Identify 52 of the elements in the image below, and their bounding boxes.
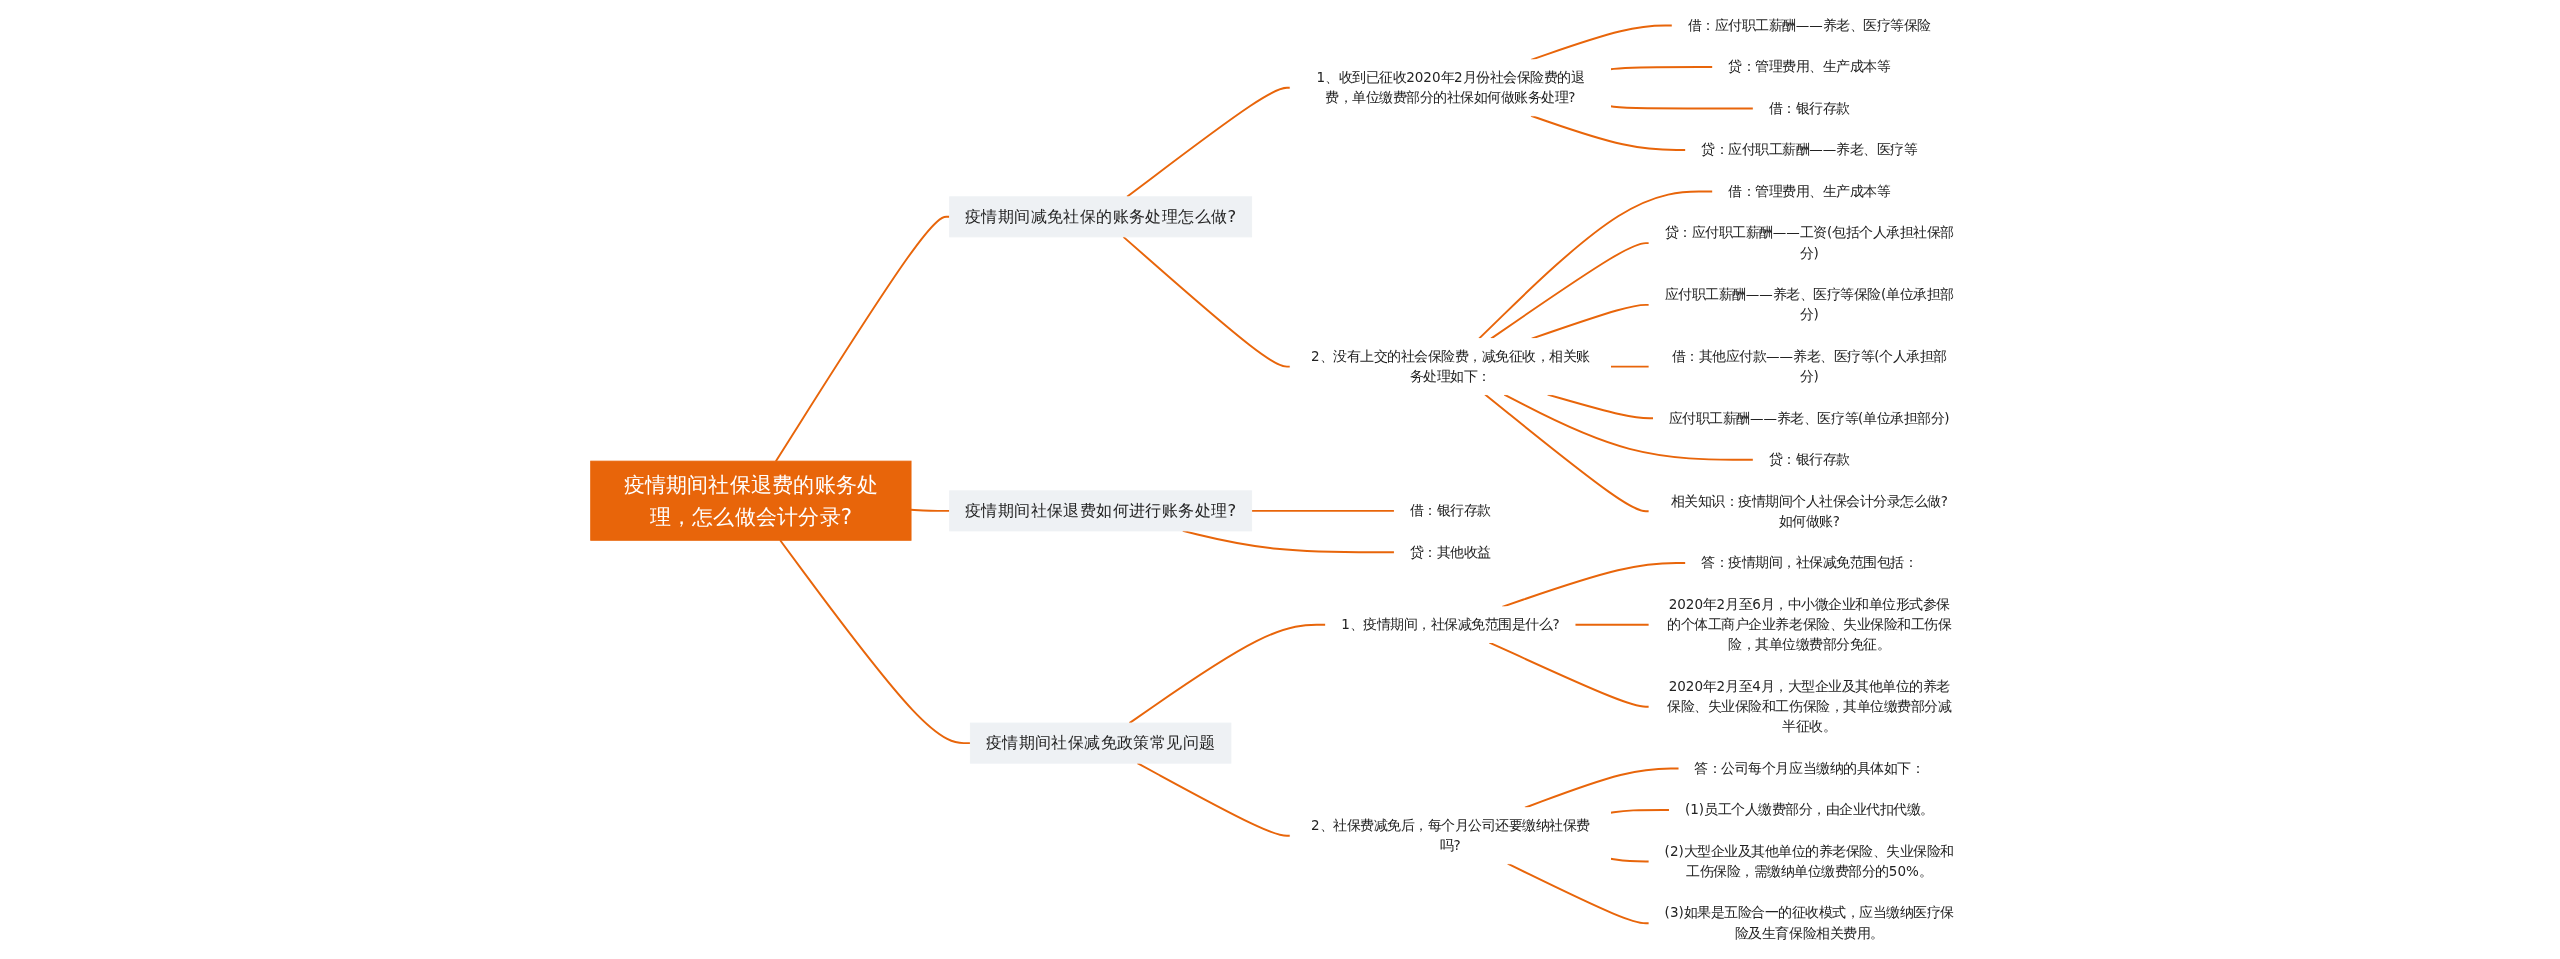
node-text: 相关知识：疫情期间个人社保会计分录怎么做?如何做账? xyxy=(1670,493,1948,529)
connector xyxy=(1609,66,1714,71)
node-text: 借：银行存款 xyxy=(1409,502,1491,519)
node-text: 借：其他应付款——养老、医疗等(个人承担部分) xyxy=(1671,348,1947,384)
node-box: 疫情期间减免社保的账务处理怎么做? xyxy=(949,196,1253,238)
connector xyxy=(1573,623,1650,626)
connector xyxy=(1530,114,1687,151)
connector xyxy=(910,508,951,512)
node-text: 应付职工薪酬——养老、医疗等(单位承担部分) xyxy=(1668,410,1950,426)
connector xyxy=(1122,235,1292,368)
node-text: 答：公司每个月应当缴纳的具体如下： xyxy=(1694,760,1924,776)
node-text: (3)如果是五险合一的征收模式，应当缴纳医疗保险及生育保险相关费用。 xyxy=(1664,904,1954,941)
connector xyxy=(1609,105,1755,110)
node-text: 1、收到已征收2020年2月份社会保险费的退费，单位缴费部分的社保如何做账务处理? xyxy=(1316,69,1585,106)
connector xyxy=(1530,24,1674,61)
connector xyxy=(1506,862,1650,925)
connector xyxy=(1609,808,1671,814)
node-box: 疫情期间社保减免政策常见问题 xyxy=(969,722,1232,764)
connector xyxy=(1484,393,1650,513)
node-text: 2020年2月至4月，大型企业及其他单位的养老保险、失业保险和工伤保险，其单位缴费部分减半征收。 xyxy=(1667,678,1952,735)
node-text: 借：管理费用、生产成本等 xyxy=(1728,183,1891,199)
node-text: 贷：其他收益 xyxy=(1409,544,1491,560)
node-text: 贷：管理费用、生产成本等 xyxy=(1728,58,1891,75)
connector xyxy=(1126,86,1292,198)
node-box: 疫情期间社保退费的账务处理，怎么做会计分录? xyxy=(590,460,912,541)
connector xyxy=(779,539,972,745)
node-text: 贷：应付职工薪酬——工资(包括个人承担社保部分) xyxy=(1664,224,1954,261)
connector xyxy=(1490,242,1650,340)
node-text: 贷：应付职工薪酬——养老、医疗等 xyxy=(1701,141,1918,158)
connector xyxy=(1136,762,1292,837)
connector xyxy=(1609,365,1650,368)
connector xyxy=(1546,393,1655,420)
node-text: 应付职工薪酬——养老、医疗等保险(单位承担部分) xyxy=(1664,286,1954,323)
connector xyxy=(1250,509,1396,512)
connector xyxy=(1488,641,1650,708)
node-text: 1、疫情期间，社保减免范围是什么? xyxy=(1341,616,1560,632)
connector xyxy=(1128,623,1327,725)
connector xyxy=(1478,190,1714,340)
connector xyxy=(1503,393,1755,461)
node-text: 2、社保费减免后，每个月公司还要缴纳社保费吗? xyxy=(1310,817,1590,854)
node-text: (1)员工个人缴费部分，由企业代扣代缴。 xyxy=(1684,801,1934,818)
node-text: 2020年2月至6月，中小微企业和单位形式参保的个体工商户企业养老保险、失业保险和工伤保险，其单位缴费部分免征。 xyxy=(1667,596,1952,653)
connector xyxy=(1609,857,1650,863)
connector xyxy=(1530,303,1650,340)
node-text: 贷：银行存款 xyxy=(1768,451,1850,467)
connector xyxy=(774,215,951,463)
node-box: 疫情期间社保退费如何进行账务处理? xyxy=(949,490,1253,532)
node-text: 答：疫情期间，社保减免范围包括： xyxy=(1701,554,1918,571)
node-text: (2)大型企业及其他单位的养老保险、失业保险和工伤保险，需缴纳单位缴费部分的50%。 xyxy=(1664,843,1954,879)
node-text: 2、没有上交的社会保险费，减免征收，相关账务处理如下： xyxy=(1310,348,1590,384)
node-text: 借：应付职工薪酬——养老、医疗等保险 xyxy=(1687,17,1931,33)
node-text: 借：银行存款 xyxy=(1768,100,1850,116)
